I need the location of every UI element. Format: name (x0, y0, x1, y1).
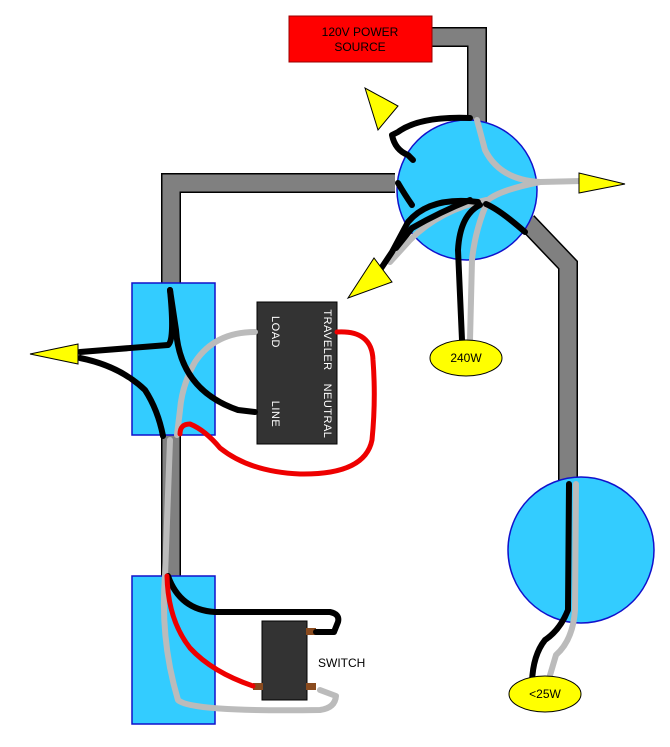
bulb-240w-label: 240W (450, 351, 482, 365)
wire-nut-right (578, 172, 626, 194)
switch-box (131, 575, 216, 725)
module-traveler-label: TRAVELER (321, 309, 333, 370)
switch-label: SWITCH (318, 656, 365, 670)
cable-junction-to-left (161, 173, 395, 290)
switch-terminal-right (306, 683, 316, 690)
wire-nut-top (364, 86, 399, 132)
bulb-240w: 240W (429, 339, 503, 377)
bulb-25w: <25W (508, 675, 582, 713)
traveler-wires (164, 329, 377, 689)
switch-terminal-top (306, 628, 316, 635)
bulb-25w-label: <25W (529, 687, 561, 701)
power-source: 120V POWER SOURCE (288, 15, 433, 63)
module-line-label: LINE (269, 401, 281, 427)
switch-terminal-left (253, 683, 263, 690)
wire-nut-bottom (346, 257, 393, 299)
power-source-line2: SOURCE (334, 40, 385, 54)
wire-nut-left (29, 343, 79, 365)
fixture-box (507, 476, 655, 624)
power-source-line1: 120V POWER (322, 25, 399, 39)
wall-switch: SWITCH (253, 620, 365, 701)
module-neutral-label: NEUTRAL (321, 384, 333, 439)
cables (161, 27, 578, 580)
module-load-label: LOAD (269, 316, 281, 348)
wire-nuts (29, 86, 626, 365)
smart-module: LOAD LINE TRAVELER NEUTRAL (256, 301, 338, 445)
hot-wires (77, 114, 572, 685)
